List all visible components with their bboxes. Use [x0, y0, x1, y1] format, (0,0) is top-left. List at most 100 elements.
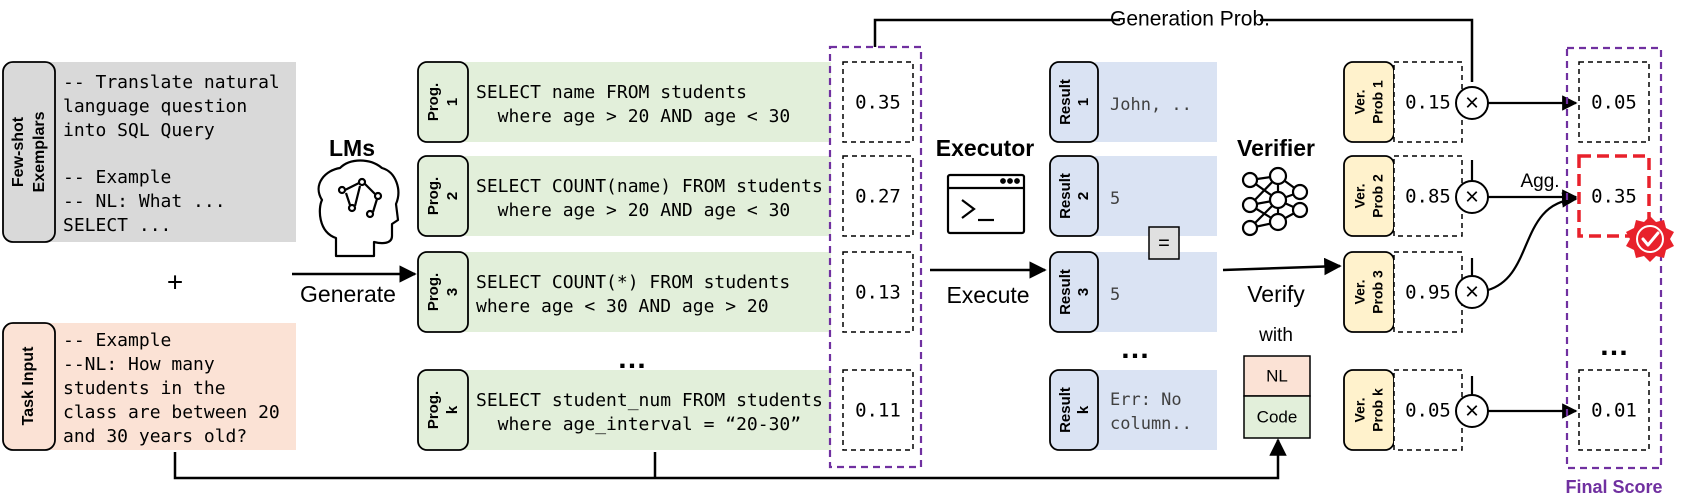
result-value: column..	[1110, 414, 1192, 434]
generation-prob-label: Generation Prob.	[1110, 8, 1270, 31]
result-value: 5	[1110, 189, 1120, 209]
result-tab: Result	[1057, 173, 1074, 219]
execute-label: Execute	[946, 282, 1029, 308]
terminal-icon	[946, 173, 1026, 235]
final-score-value: 0.35	[1591, 186, 1637, 208]
result-value: Err: No	[1110, 390, 1182, 410]
executor-label: Executor	[936, 135, 1034, 161]
ver-prob-tab: Ver.	[1352, 280, 1368, 305]
nl-box	[1243, 355, 1311, 397]
with-label: with	[1258, 325, 1293, 346]
program-tab-num: 3	[444, 288, 461, 296]
program-code-line: SELECT name FROM students	[476, 82, 747, 103]
program-tab: Prog.	[425, 83, 442, 121]
plus-sign: +	[167, 266, 183, 297]
multiply-icon: ×	[1465, 278, 1479, 305]
lms-label: LMs	[329, 135, 375, 161]
program-code-line: where age > 20 AND age < 30	[476, 200, 790, 221]
code-box	[1243, 395, 1311, 439]
ver-prob-tab: Ver.	[1352, 398, 1368, 423]
program-code-line: SELECT COUNT(name) FROM students	[476, 176, 823, 197]
ver-prob-value: 0.15	[1405, 92, 1451, 114]
ver-prob-tab: Ver.	[1352, 184, 1368, 209]
ver-prob-value: 0.85	[1405, 186, 1451, 208]
program-2: Prog. 2 SELECT COUNT(name) FROM students…	[417, 155, 831, 237]
final-score-label: Final Score	[1565, 477, 1662, 497]
check-badge-icon	[1626, 216, 1674, 262]
result-tab-num: k	[1075, 405, 1092, 414]
task-input: Task Input -- Example --NL: How many stu…	[2, 322, 296, 451]
final-score-value: 0.05	[1591, 92, 1637, 114]
task-input-connector	[173, 438, 1287, 480]
result-tab-num: 1	[1075, 98, 1092, 106]
multiply-nodes: × × × ×	[1455, 86, 1489, 428]
result-tab: Result	[1057, 79, 1074, 125]
verifier-block: Verifier Verify with NL Code	[1222, 135, 1342, 439]
ver-prob-tab-num: Prob k	[1370, 388, 1386, 432]
ver-prob-value: 0.05	[1405, 400, 1451, 422]
neural-network-icon	[1241, 166, 1309, 237]
programs-ellipsis: …	[617, 342, 647, 375]
program-code-line: SELECT student_num FROM students	[476, 390, 823, 411]
ver-prob-3: Ver. Prob 3 0.95	[1343, 251, 1463, 333]
result-2: Result 2 5	[1049, 155, 1217, 237]
aggregation-connectors	[1470, 95, 1578, 419]
generation-prob-connector: Generation Prob.	[873, 8, 1474, 82]
task-input-line: class are between 20	[63, 402, 280, 423]
program-code-line: where age < 30 AND age > 20	[476, 296, 769, 317]
program-k: Prog. k SELECT student_num FROM students…	[417, 369, 831, 451]
ver-prob-value: 0.95	[1405, 282, 1451, 304]
equals-sign: =	[1158, 232, 1170, 254]
program-tab-num: 2	[444, 192, 461, 200]
fewshot-tab-line2: Exemplars	[31, 111, 48, 192]
ver-prob-tab: Ver.	[1352, 90, 1368, 115]
program-tab: Prog.	[425, 177, 442, 215]
fewshot-line: SELECT ...	[63, 215, 171, 236]
task-input-line: and 30 years old?	[63, 426, 247, 447]
fewshot-line: -- Example	[63, 167, 171, 188]
fewshot-tab-line1: Few-shot	[10, 116, 27, 187]
task-input-line: -- Example	[63, 330, 171, 351]
results-ellipsis: …	[1120, 332, 1150, 365]
fewshot-line: -- NL: What ...	[63, 191, 226, 212]
multiply-icon: ×	[1465, 89, 1479, 116]
multiply-icon: ×	[1465, 397, 1479, 424]
code-label: Code	[1257, 407, 1298, 426]
result-1: Result 1 John, ..	[1049, 61, 1217, 143]
generation-prob-value: 0.27	[855, 186, 901, 208]
task-input-line: students in the	[63, 378, 226, 399]
verify-label: Verify	[1247, 281, 1305, 307]
result-k: Result k Err: No column..	[1049, 369, 1217, 451]
generation-prob-value: 0.11	[855, 400, 901, 422]
task-input-line: --NL: How many	[63, 354, 215, 375]
brain-head-icon	[317, 159, 400, 258]
verify-arrow	[1222, 257, 1342, 276]
equals-badge: =	[1148, 226, 1180, 260]
ver-prob-k: Ver. Prob k 0.05	[1343, 369, 1463, 451]
generation-prob-column	[828, 45, 923, 469]
result-tab-num: 2	[1075, 192, 1092, 200]
generate-label: Generate	[300, 281, 396, 307]
generate-arrow: Generate	[292, 265, 417, 307]
executor-block: Executor Execute	[930, 135, 1047, 308]
task-input-tab: Task Input	[20, 346, 37, 425]
agg-label: Agg.	[1520, 171, 1559, 192]
result-tab: Result	[1057, 387, 1074, 433]
lms-block: LMs	[317, 135, 400, 258]
generation-prob-value: 0.13	[855, 282, 901, 304]
final-score-value: 0.01	[1591, 400, 1637, 422]
program-code-line: SELECT COUNT(*) FROM students	[476, 272, 790, 293]
fewshot-exemplars: Few-shot Exemplars -- Translate natural …	[2, 61, 296, 243]
final-score-ellipsis: …	[1599, 329, 1629, 362]
program-3: Prog. 3 SELECT COUNT(*) FROM students wh…	[417, 251, 831, 333]
ver-prob-tab-num: Prob 2	[1370, 174, 1386, 218]
ver-prob-2: Ver. Prob 2 0.85	[1343, 155, 1463, 237]
program-tab: Prog.	[425, 273, 442, 311]
generation-prob-cells: 0.35 0.27 0.13 0.11	[842, 61, 914, 451]
program-code-line: where age_interval = “20-30”	[476, 414, 801, 435]
program-tab-num: 1	[444, 98, 461, 106]
ver-prob-tab-num: Prob 3	[1370, 270, 1386, 314]
verifier-label: Verifier	[1237, 135, 1315, 161]
result-value: 5	[1110, 285, 1120, 305]
